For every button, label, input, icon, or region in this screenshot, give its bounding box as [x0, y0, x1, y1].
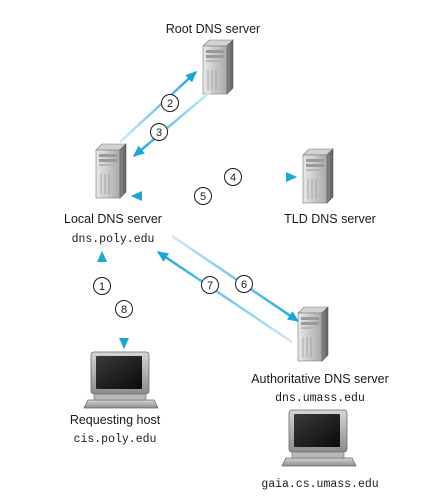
step-1-badge: 1: [93, 277, 111, 295]
step-7-arrow: [156, 250, 293, 344]
step-5-number: 5: [200, 191, 206, 203]
step-2-number: 2: [167, 98, 173, 110]
step-2-badge: 2: [161, 94, 179, 112]
root-dns-server-label: Root DNS server: [166, 22, 260, 36]
authoritative-dns-server-hostname: dns.umass.edu: [275, 392, 365, 405]
step-4-badge: 4: [224, 168, 242, 186]
target-host-hostname: gaia.cs.umass.edu: [261, 478, 378, 491]
step-3-number: 3: [156, 127, 162, 139]
requesting-host-hostname: cis.poly.edu: [74, 433, 157, 446]
step-5-badge: 5: [194, 187, 212, 205]
requesting-host-computer-icon: [83, 351, 159, 409]
target-host-computer-icon: [281, 409, 357, 467]
step-6-arrow: [171, 234, 300, 323]
authoritative-dns-server-label: Authoritative DNS server: [251, 372, 389, 386]
local-dns-server-icon: [95, 143, 127, 199]
step-7-number: 7: [207, 280, 213, 292]
step-3-arrow: [133, 91, 211, 157]
tld-dns-server-icon: [302, 148, 334, 204]
step-2-arrow: [119, 71, 197, 143]
step-8-badge: 8: [115, 300, 133, 318]
root-dns-server-icon: [202, 39, 234, 95]
step-3-badge: 3: [150, 123, 168, 141]
step-8-number: 8: [121, 304, 127, 316]
local-dns-server-hostname: dns.poly.edu: [72, 233, 155, 246]
requesting-host-label: Requesting host: [70, 413, 161, 427]
local-dns-server-label: Local DNS server: [64, 212, 162, 226]
step-4-number: 4: [230, 172, 236, 184]
step-6-number: 6: [241, 279, 247, 291]
step-6-badge: 6: [235, 275, 253, 293]
tld-dns-server-label: TLD DNS server: [284, 212, 376, 226]
step-7-badge: 7: [201, 276, 219, 294]
authoritative-dns-server-icon: [297, 306, 329, 362]
step-1-number: 1: [99, 281, 105, 293]
